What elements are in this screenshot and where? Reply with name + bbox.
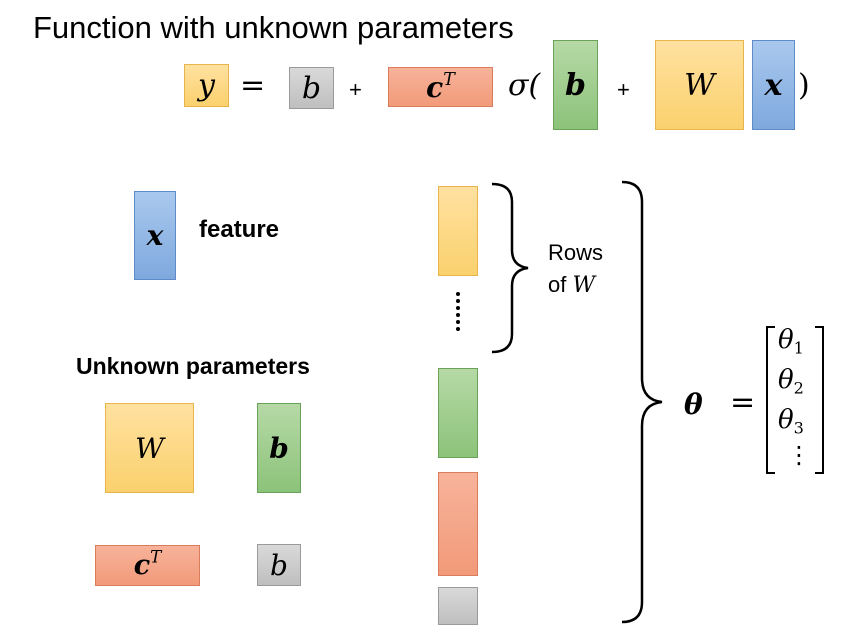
equation-c-symbol: cT [426, 69, 455, 104]
theta-brace [621, 180, 663, 624]
equation-c-transpose-box: cT [388, 67, 493, 107]
column-b-vector-segment [438, 368, 478, 458]
theta-entry-2: θ2 [778, 365, 804, 398]
equation-W-box: W [655, 40, 744, 130]
equation-y-box: y [184, 64, 229, 107]
equation-plus-2: + [617, 77, 630, 102]
column-c-segment [438, 472, 478, 576]
theta-entry-1: θ1 [778, 325, 804, 358]
theta-equals: = [730, 385, 756, 420]
column-row-of-W-segment [438, 186, 478, 276]
unknown-W-symbol: W [135, 431, 164, 465]
feature-x-box: x [134, 191, 176, 280]
unknown-b-vector-symbol: b [269, 431, 289, 465]
unknown-b-vector-box: b [257, 403, 301, 493]
feature-label: feature [199, 216, 280, 243]
rows-of-W-label-line2: of W [548, 272, 596, 298]
unknown-parameters-heading: Unknown parameters [76, 353, 310, 379]
theta-left-bracket [766, 326, 775, 474]
theta-entry-3: θ3 [778, 405, 804, 438]
unknown-c-transpose-box: cT [95, 545, 200, 586]
theta-symbol: θ [684, 388, 703, 421]
equation-b-scalar-box: b [289, 67, 334, 109]
rows-of-W-label-line1: Rows [548, 240, 604, 265]
unknown-c-symbol: cT [133, 546, 162, 581]
equation-plus-1: + [349, 77, 362, 102]
equation-b-scalar-symbol: b [301, 70, 322, 106]
rows-of-W-brace [491, 182, 529, 354]
unknown-b-scalar-symbol: b [270, 548, 288, 582]
equation-y-symbol: y [198, 68, 215, 103]
column-b-scalar-segment [438, 587, 478, 625]
equation-sigma-open: σ( [508, 68, 541, 103]
equation-b-vector-symbol: b [565, 67, 586, 103]
unknown-W-box: W [105, 403, 194, 493]
feature-x-symbol: x [146, 219, 164, 252]
column-vertical-dots [456, 292, 460, 331]
theta-vertical-dots: ⋮ [787, 441, 811, 469]
equation-x-symbol: x [764, 67, 783, 103]
theta-right-bracket [815, 326, 824, 474]
equation-close-paren: ) [798, 68, 810, 103]
page-title: Function with unknown parameters [33, 10, 514, 45]
unknown-b-scalar-box: b [257, 544, 301, 586]
equation-x-box: x [752, 40, 795, 130]
equation-b-vector-box: b [553, 40, 598, 130]
equation-equals: = [240, 68, 266, 103]
equation-W-symbol: W [684, 67, 715, 103]
